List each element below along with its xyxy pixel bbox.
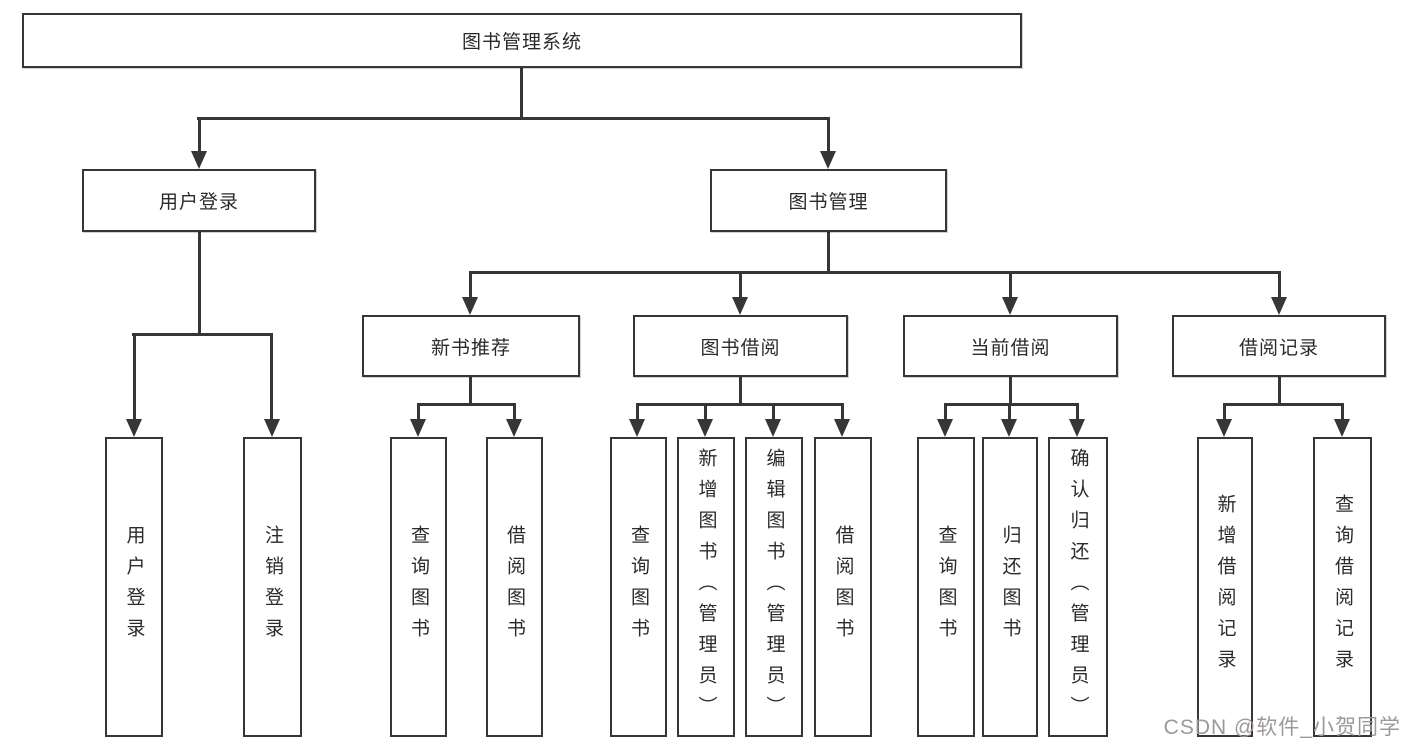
- leaf-borrow-books: 借阅图书: [814, 437, 872, 737]
- connector-line: [469, 271, 472, 299]
- connector-line: [469, 377, 472, 406]
- arrowhead: [1002, 297, 1018, 315]
- arrowhead: [126, 419, 142, 437]
- node-label: 查询图书: [935, 525, 957, 649]
- leaf-query-books: 查询图书: [390, 437, 447, 737]
- connector-line: [417, 403, 420, 423]
- connector-line: [1009, 377, 1012, 406]
- leaf-return-books: 归还图书: [982, 437, 1038, 737]
- connector-line: [772, 403, 775, 423]
- node-label: 图书管理: [788, 192, 869, 213]
- arrowhead: [410, 419, 426, 437]
- leaf-add-borrow-record: 新增借阅记录: [1197, 437, 1253, 737]
- connector-line: [270, 333, 273, 423]
- connector-line: [636, 403, 639, 423]
- arrowhead: [732, 297, 748, 315]
- connector-line: [198, 117, 201, 155]
- connector-line: [827, 232, 830, 273]
- leaf-query-books: 查询图书: [610, 437, 667, 737]
- node-label: 注销登录: [262, 525, 283, 649]
- leaf-query-books: 查询图书: [917, 437, 975, 737]
- node-label: 用户登录: [158, 192, 239, 213]
- connector-line: [1076, 403, 1079, 423]
- node-label: 归还图书: [999, 525, 1021, 649]
- node-borrowing-records: 借阅记录: [1172, 315, 1386, 377]
- leaf-confirm-return-admin: 确认归还（管理员）: [1048, 437, 1108, 737]
- connector-line: [1278, 377, 1281, 406]
- connector-line: [827, 117, 830, 155]
- node-label: 用户登录: [123, 525, 145, 649]
- node-label: 借阅记录: [1238, 337, 1319, 359]
- connector-line: [197, 117, 830, 120]
- arrowhead: [937, 419, 953, 437]
- node-label: 确认归还（管理员）: [1067, 447, 1089, 727]
- leaf-add-books-admin: 新增图书（管理员）: [677, 437, 735, 737]
- node-library-management-system: 图书管理系统: [22, 13, 1022, 68]
- node-book-management: 图书管理: [710, 169, 947, 232]
- node-label: 查询图书: [408, 525, 429, 649]
- connector-line: [739, 377, 742, 406]
- connector-line: [944, 403, 947, 423]
- connector-line: [133, 333, 136, 423]
- connector-line: [1341, 403, 1344, 423]
- arrowhead: [462, 297, 478, 315]
- connector-line: [520, 68, 523, 120]
- leaf-query-borrow-record: 查询借阅记录: [1313, 437, 1372, 737]
- node-label: 图书管理系统: [461, 32, 582, 53]
- node-label: 当前借阅: [970, 337, 1051, 359]
- node-label: 查询图书: [628, 525, 649, 649]
- node-label: 编辑图书（管理员）: [763, 447, 785, 727]
- node-label: 借阅图书: [832, 525, 854, 649]
- arrowhead: [1216, 419, 1232, 437]
- leaf-user-login: 用户登录: [105, 437, 163, 737]
- node-current-borrowing: 当前借阅: [903, 315, 1118, 377]
- connector-line: [1008, 403, 1011, 423]
- node-label: 图书借阅: [700, 337, 781, 359]
- connector-line: [469, 271, 1281, 274]
- connector-line: [417, 403, 516, 406]
- arrowhead: [1334, 419, 1350, 437]
- arrowhead: [1271, 297, 1287, 315]
- node-user-login: 用户登录: [82, 169, 316, 232]
- arrowhead: [629, 419, 645, 437]
- connector-line: [704, 403, 707, 423]
- node-label: 查询借阅记录: [1332, 494, 1353, 680]
- connector-line: [636, 403, 843, 406]
- connector-line: [1223, 403, 1226, 423]
- connector-line: [841, 403, 844, 423]
- arrowhead: [834, 419, 850, 437]
- connector-line: [1009, 271, 1012, 299]
- arrowhead: [191, 151, 207, 169]
- node-label: 新书推荐: [430, 337, 511, 359]
- node-label: 新增借阅记录: [1214, 494, 1236, 680]
- connector-line: [944, 403, 1079, 406]
- arrowhead: [1001, 419, 1017, 437]
- node-label: 借阅图书: [504, 525, 525, 649]
- connector-line: [132, 333, 273, 336]
- node-book-borrowing: 图书借阅: [633, 315, 848, 377]
- arrowhead: [1069, 419, 1085, 437]
- arrowhead: [765, 419, 781, 437]
- node-new-book-recommend: 新书推荐: [362, 315, 580, 377]
- watermark: CSDN @软件_小贺同学: [1163, 716, 1401, 739]
- connector-line: [1223, 403, 1343, 406]
- leaf-borrow-books: 借阅图书: [486, 437, 543, 737]
- connector-line: [198, 232, 201, 335]
- arrowhead: [820, 151, 836, 169]
- arrowhead: [264, 419, 280, 437]
- arrowhead: [506, 419, 522, 437]
- connector-line: [739, 271, 742, 299]
- leaf-logout: 注销登录: [243, 437, 302, 737]
- arrowhead: [697, 419, 713, 437]
- leaf-edit-books-admin: 编辑图书（管理员）: [745, 437, 803, 737]
- connector-line: [1278, 271, 1281, 299]
- connector-line: [513, 403, 516, 423]
- node-label: 新增图书（管理员）: [695, 447, 717, 727]
